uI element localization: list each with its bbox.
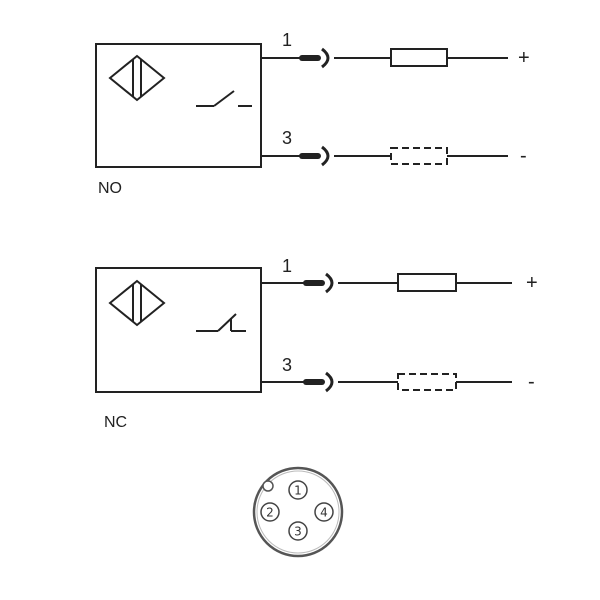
sensor-symbol-icon [108, 54, 166, 102]
polarity-plus-nc: + [526, 272, 538, 294]
connector-pin-4: 4 [314, 502, 334, 522]
connector-pin-label-3: 3 [294, 525, 302, 539]
sensor-symbol-icon [108, 279, 166, 327]
connector-pin-label-2: 2 [266, 506, 274, 520]
load-resistor-dashed-no [390, 147, 448, 165]
wire-pin3-nc [261, 371, 512, 393]
connector-pin-1: 1 [288, 480, 308, 500]
connector-pin-2: 2 [260, 502, 280, 522]
load-resistor-solid-no [390, 48, 448, 67]
nc-switch-icon [196, 313, 246, 332]
connector-key-icon [262, 480, 274, 492]
circuit-no: 1 + 3 - NO [95, 30, 530, 197]
sensor-body-nc [95, 267, 262, 393]
connector-face-icon: 1 2 3 4 [252, 466, 344, 558]
wire-pin1-nc [261, 272, 512, 294]
circuit-nc: 1 + 3 - NC [95, 256, 538, 431]
connector-pin-3: 3 [288, 521, 308, 541]
no-switch-icon [196, 90, 252, 107]
load-resistor-solid-nc [397, 273, 457, 292]
wire-pin3-no [261, 145, 508, 167]
pin-number-3-no: 3 [282, 128, 292, 148]
load-resistor-dashed-nc [397, 373, 457, 391]
pin-number-3-nc: 3 [282, 355, 292, 375]
mode-label-no: NO [98, 180, 122, 197]
wire-pin1-no [261, 47, 508, 69]
polarity-plus-no: + [518, 47, 530, 69]
pin-number-1-no: 1 [282, 30, 292, 50]
connector-pin-label-1: 1 [294, 484, 302, 498]
polarity-minus-nc: - [528, 371, 535, 393]
connector-pin-label-4: 4 [320, 506, 328, 520]
sensor-body-no [95, 43, 262, 168]
mode-label-nc: NC [104, 414, 127, 431]
pin-number-1-nc: 1 [282, 256, 292, 276]
polarity-minus-no: - [520, 145, 527, 167]
